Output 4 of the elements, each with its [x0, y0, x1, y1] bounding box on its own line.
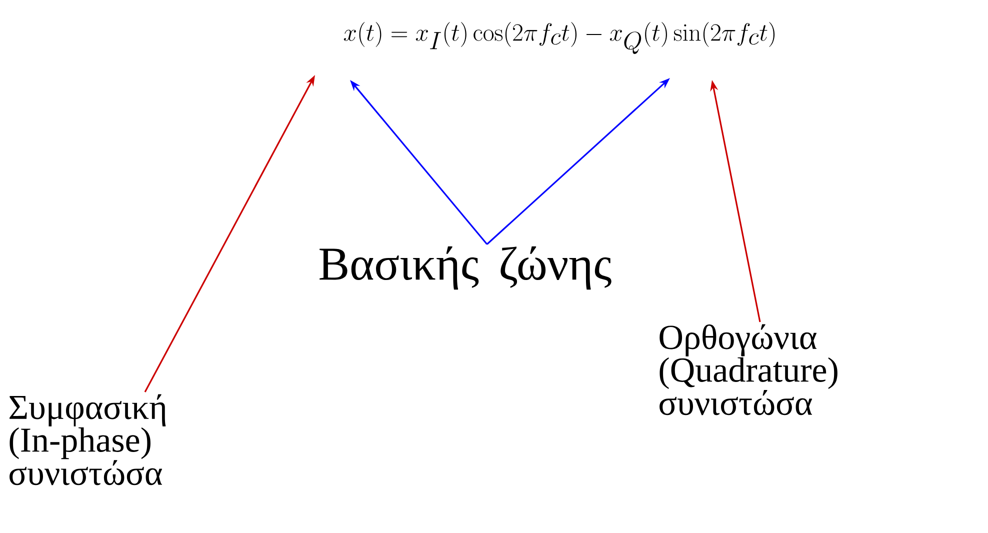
formula: $x(t) = x_I(t)\cos(2\pi f_c t) - x_Q(t)\sin(2\pi f_c t)$ [344, 22, 775, 54]
text-label: Ορθογώνια (Quadrature) συνιστώσα [660, 324, 838, 416]
text-label: Συμφασική (In-phase) συνιστώσα [10, 394, 166, 486]
text-label: Βασικής ζώνης [320, 246, 612, 290]
